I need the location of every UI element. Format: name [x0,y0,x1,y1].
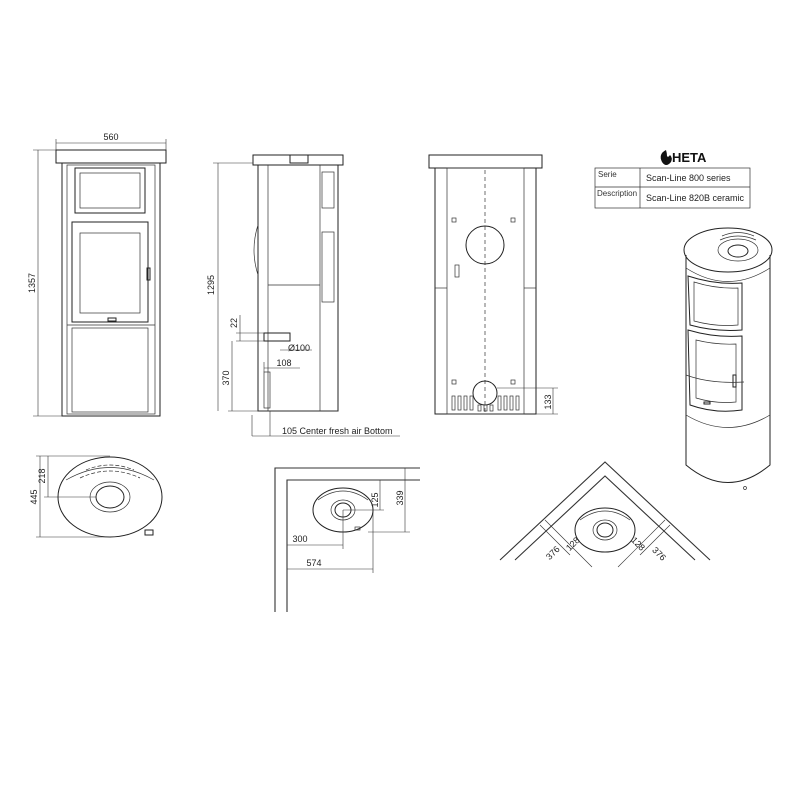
dim-corner-376-right: 376 [650,545,668,563]
back-flue-outlet [465,225,505,265]
front-lower-panel [71,327,149,413]
dim-corner-376-left: 376 [544,544,562,562]
dim-corner-128-left: 128 [564,535,582,553]
dim-top-445: 445 [29,489,39,504]
dim-wall-574: 574 [306,558,321,568]
stove-3d-top [683,227,773,273]
description-label: Description [597,189,637,198]
dim-side-height: 1295 [206,275,216,295]
dim-front-width: 560 [103,132,118,142]
stove-3d-door [687,329,743,412]
stove-3d-flue [727,244,749,258]
description-value: Scan-Line 820B ceramic [646,193,745,203]
corner-placement-view: 376 128 128 376 [499,461,711,568]
wall-outer [274,467,420,612]
back-body [434,167,537,415]
top-view: 445 218 [29,455,163,538]
dim-side-fresh-air: 105 Center fresh air Bottom [282,426,393,436]
corner-stove-outline [574,507,636,553]
front-logo [107,317,117,322]
door-handle [146,267,151,281]
back-top-plate [428,154,543,169]
serie-value: Scan-Line 800 series [646,173,731,183]
corner-wall-inner [514,475,696,561]
front-top-plate [55,149,167,164]
top-view-flue [95,485,125,509]
corner-wall-outer [499,461,711,561]
wall-inner [286,479,420,612]
title-block: HETA Serie Scan-Line 800 series Descript… [594,150,751,209]
wall-placement-view: 125 339 300 574 [274,467,420,612]
back-view: 133 [428,154,558,415]
dim-corner-128-right: 128 [629,535,647,553]
dim-wall-339: 339 [395,490,405,505]
front-upper-window [74,167,146,214]
dim-wall-300: 300 [292,534,307,544]
front-body [61,162,161,417]
dim-top-218: 218 [37,468,47,483]
stove-3d-upper-window [687,275,743,331]
side-view: 1295 22 Ø100 108 370 105 Center fresh ai… [206,154,400,437]
back-vent-slots [451,395,520,412]
dim-back-133: 133 [543,394,553,409]
dim-side-370: 370 [221,370,231,385]
dim-side-pipe-diameter: Ø100 [288,343,310,353]
front-door-glass [79,232,141,314]
front-door [71,221,149,323]
side-flue-outlet [289,154,309,164]
front-view: 560 1357 [27,132,167,417]
dim-side-22: 22 [229,318,239,328]
dim-wall-125: 125 [370,492,380,507]
side-air-inlet [263,371,271,409]
serie-label: Serie [598,170,617,179]
heta-flame-logo-icon [660,150,672,165]
dim-side-108: 108 [276,358,291,368]
stove-3d-view [683,227,773,490]
brand-name: HETA [672,150,707,165]
dim-front-height: 1357 [27,273,37,293]
side-pipe [263,332,291,342]
